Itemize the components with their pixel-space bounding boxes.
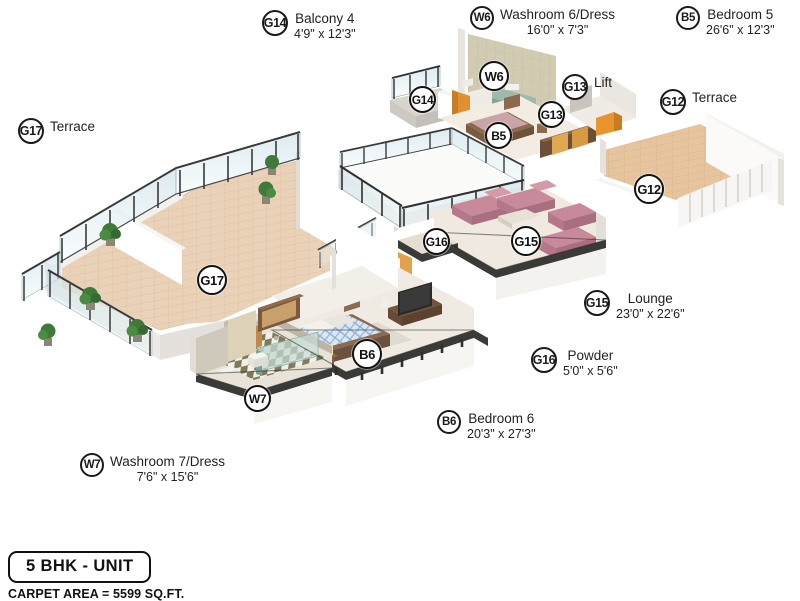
callout-badge-b6: B6 xyxy=(437,410,461,434)
callout-text-g17: Terrace xyxy=(50,118,95,135)
callout-name: Terrace xyxy=(692,90,738,105)
mid-structure xyxy=(332,214,398,290)
plan-marker-g17: G17 xyxy=(197,265,227,295)
plan-marker-b6: B6 xyxy=(352,339,382,369)
carpet-area-label: CARPET AREA = 5599 SQ.FT. xyxy=(8,587,185,601)
callout-dimension: 4'9" x 12'3" xyxy=(294,27,356,42)
callout-g17: G17 Terrace xyxy=(18,118,95,144)
callout-name: Terrace xyxy=(50,119,96,134)
callout-name: Lounge xyxy=(627,291,673,306)
plan-marker-g12: G12 xyxy=(634,174,664,204)
plan-marker-g15: G15 xyxy=(511,226,541,256)
plan-marker-w7: W7 xyxy=(244,385,271,412)
callout-dimension: 7'6" x 15'6" xyxy=(136,470,199,485)
callout-name: Powder xyxy=(567,348,614,363)
plan-marker-g14: G14 xyxy=(409,86,436,113)
callout-g12: G12 Terrace xyxy=(660,89,737,115)
plan-marker-b5: B5 xyxy=(485,122,512,149)
callout-g13: G13 Lift xyxy=(562,74,612,100)
callout-name: Bedroom 5 xyxy=(707,7,774,22)
terrace-g12 xyxy=(596,110,784,246)
callout-badge-g12: G12 xyxy=(660,89,686,115)
plan-marker-w6: W6 xyxy=(479,61,509,91)
callout-dimension: 16'0" x 7'3" xyxy=(526,23,589,38)
callout-badge-w7: W7 xyxy=(80,453,104,477)
callout-badge-g14: G14 xyxy=(262,10,288,36)
callout-dimension: 23'0" x 22'6" xyxy=(616,307,685,322)
callout-dimension: 20'3" x 27'3" xyxy=(467,427,536,442)
unit-type-label: 5 BHK - UNIT xyxy=(26,557,134,575)
plan-marker-g13: G13 xyxy=(538,101,565,128)
potted-plants xyxy=(38,155,279,346)
callout-name: Lift xyxy=(594,75,613,90)
callout-badge-g17: G17 xyxy=(18,118,44,144)
callout-name: Bedroom 6 xyxy=(468,411,535,426)
callout-badge-g16: G16 xyxy=(531,347,557,373)
unit-legend: 5 BHK - UNIT CARPET AREA = 5599 SQ.FT. xyxy=(8,551,184,601)
callout-text-g12: Terrace xyxy=(692,89,737,106)
callout-name: Washroom 6/Dress xyxy=(500,7,616,22)
unit-type-box: 5 BHK - UNIT xyxy=(8,551,152,583)
callout-name: Balcony 4 xyxy=(295,11,355,26)
callout-name: Washroom 7/Dress xyxy=(110,454,226,469)
callout-badge-g15: G15 xyxy=(584,290,610,316)
callout-dimension: 26'6" x 12'3" xyxy=(706,23,775,38)
terrace-glass-railing xyxy=(21,131,301,301)
callout-badge-w6: W6 xyxy=(470,6,494,30)
callout-badge-g13: G13 xyxy=(562,74,588,100)
callout-dimension: 5'0" x 5'6" xyxy=(563,364,618,379)
callout-text-g13: Lift xyxy=(594,74,612,91)
callout-badge-b5: B5 xyxy=(676,6,700,30)
plan-marker-g16: G16 xyxy=(423,228,450,255)
